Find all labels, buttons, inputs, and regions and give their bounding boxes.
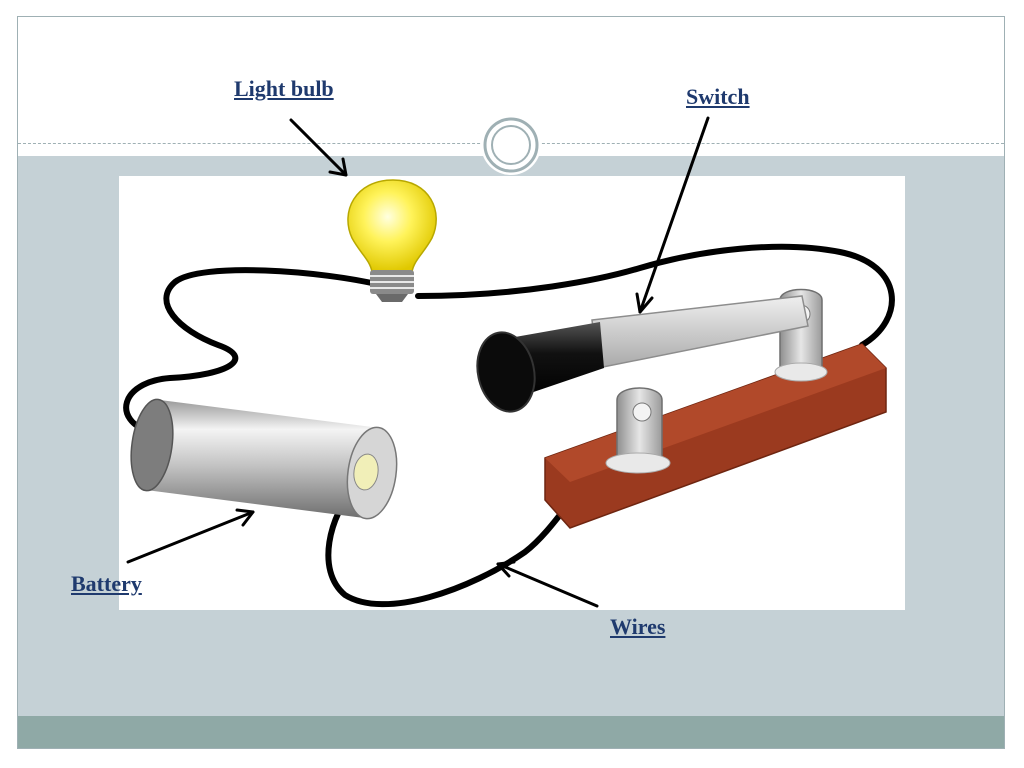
title-ring-ornament <box>481 115 541 175</box>
arrow-light-bulb <box>289 118 348 177</box>
switch-label: Switch <box>686 84 750 109</box>
battery <box>130 398 398 520</box>
switch-blade <box>591 295 809 369</box>
wire-bulb-to-battery <box>123 267 388 435</box>
arrow-battery <box>126 508 255 564</box>
light-bulb <box>347 179 437 302</box>
knife-switch <box>476 288 887 529</box>
battery-label: Battery <box>71 571 142 596</box>
wire-bulb-to-switch <box>415 243 895 348</box>
wires-label: Wires <box>610 614 666 639</box>
footer-band <box>18 716 1004 748</box>
label-arrows <box>126 116 710 608</box>
arrow-wires <box>496 560 599 608</box>
arrow-switch <box>635 116 710 314</box>
light-bulb-label: Light bulb <box>234 76 334 101</box>
